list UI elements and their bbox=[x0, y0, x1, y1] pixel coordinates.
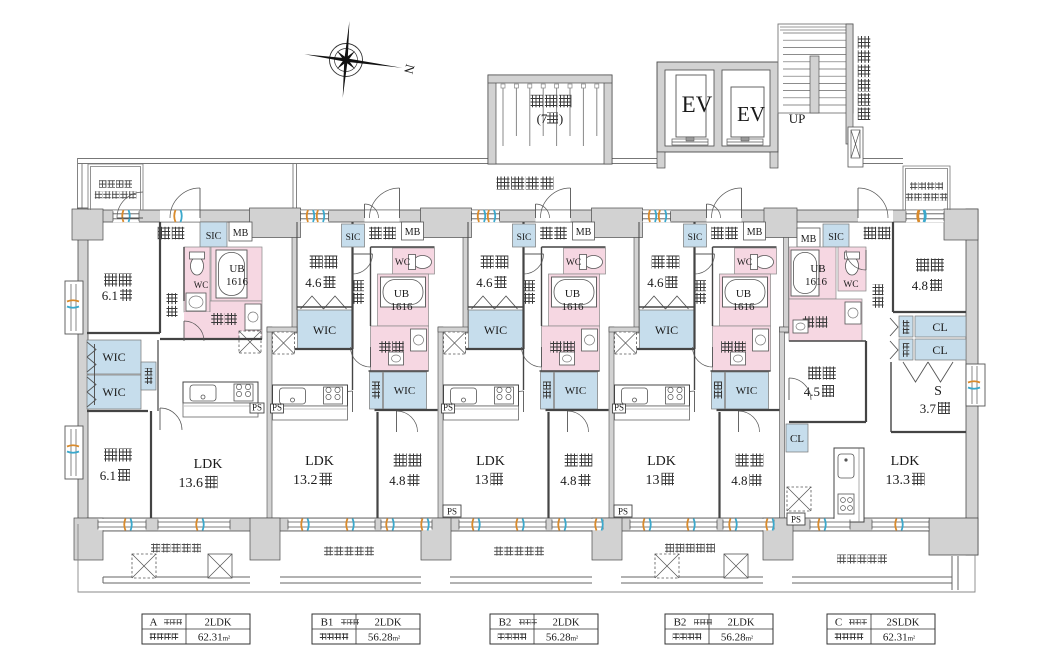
svg-text:13: 13 bbox=[475, 473, 489, 488]
svg-text:MB: MB bbox=[801, 234, 817, 245]
svg-text:2LDK: 2LDK bbox=[553, 618, 580, 629]
svg-text:EV: EV bbox=[682, 92, 713, 117]
svg-text:1616: 1616 bbox=[805, 276, 828, 288]
svg-text:PS: PS bbox=[614, 403, 624, 413]
svg-text:4.6: 4.6 bbox=[305, 275, 322, 290]
svg-text:56.28m²: 56.28m² bbox=[368, 632, 400, 644]
svg-text:13.6: 13.6 bbox=[179, 476, 204, 491]
svg-text:LDK: LDK bbox=[647, 454, 676, 469]
svg-text:4.6: 4.6 bbox=[647, 275, 664, 290]
svg-text:WC: WC bbox=[194, 280, 209, 290]
svg-text:WC: WC bbox=[395, 258, 410, 268]
svg-text:S: S bbox=[934, 384, 942, 399]
svg-text:1616: 1616 bbox=[391, 301, 414, 313]
svg-text:3.7: 3.7 bbox=[920, 401, 937, 416]
svg-text:CL: CL bbox=[932, 343, 947, 357]
svg-text:EV: EV bbox=[737, 102, 765, 126]
svg-text:CL: CL bbox=[790, 433, 804, 445]
svg-text:MB: MB bbox=[233, 228, 249, 239]
svg-text:WIC: WIC bbox=[736, 385, 757, 397]
svg-text:56.28m²: 56.28m² bbox=[721, 632, 753, 644]
svg-text:WC: WC bbox=[843, 280, 858, 290]
svg-text:2LDK: 2LDK bbox=[205, 618, 232, 629]
svg-text:62.31m²: 62.31m² bbox=[198, 632, 230, 644]
svg-text:13.3: 13.3 bbox=[886, 473, 911, 488]
svg-text:2LDK: 2LDK bbox=[375, 618, 402, 629]
svg-text:SIC: SIC bbox=[517, 233, 532, 243]
svg-text:SIC: SIC bbox=[688, 233, 703, 243]
svg-text:UP: UP bbox=[789, 111, 806, 126]
svg-text:PS: PS bbox=[791, 515, 801, 525]
svg-text:SIC: SIC bbox=[346, 233, 361, 243]
svg-text:WIC: WIC bbox=[565, 385, 586, 397]
svg-text:LDK: LDK bbox=[476, 454, 505, 469]
svg-text:56.28m²: 56.28m² bbox=[546, 632, 578, 644]
svg-text:4.8: 4.8 bbox=[389, 473, 405, 488]
svg-text:4.6: 4.6 bbox=[476, 275, 493, 290]
svg-text:6.1: 6.1 bbox=[100, 468, 116, 483]
svg-text:62.31m²: 62.31m² bbox=[883, 632, 915, 644]
svg-text:WC: WC bbox=[737, 258, 752, 268]
svg-text:PS: PS bbox=[443, 403, 453, 413]
svg-text:UB: UB bbox=[229, 263, 244, 275]
svg-text:13: 13 bbox=[646, 473, 660, 488]
svg-text:UB: UB bbox=[736, 288, 751, 300]
svg-text:WIC: WIC bbox=[102, 350, 125, 364]
svg-text:MB: MB bbox=[747, 227, 763, 238]
svg-text:C: C bbox=[835, 617, 842, 629]
svg-text:LDK: LDK bbox=[305, 454, 334, 469]
svg-text:MB: MB bbox=[576, 227, 592, 238]
svg-text:WIC: WIC bbox=[484, 323, 507, 337]
svg-text:B2: B2 bbox=[499, 617, 512, 629]
svg-text:MB: MB bbox=[405, 227, 421, 238]
svg-text:13.2: 13.2 bbox=[293, 473, 318, 488]
svg-text:LDK: LDK bbox=[194, 457, 223, 472]
svg-text:4.8: 4.8 bbox=[912, 278, 928, 293]
svg-text:1616: 1616 bbox=[562, 301, 585, 313]
svg-text:1616: 1616 bbox=[733, 301, 756, 313]
svg-text:SIC: SIC bbox=[206, 231, 222, 242]
svg-text:): ) bbox=[559, 111, 563, 126]
svg-text:WIC: WIC bbox=[102, 385, 125, 399]
svg-text:4.8: 4.8 bbox=[731, 473, 747, 488]
svg-text:6.1: 6.1 bbox=[102, 288, 118, 303]
svg-text:A: A bbox=[150, 617, 158, 629]
svg-text:4.8: 4.8 bbox=[560, 473, 576, 488]
svg-text:LDK: LDK bbox=[891, 454, 920, 469]
svg-text:WIC: WIC bbox=[394, 385, 415, 397]
svg-text:PS: PS bbox=[252, 403, 262, 413]
svg-text:PS: PS bbox=[272, 403, 282, 413]
svg-text:2LDK: 2LDK bbox=[728, 618, 755, 629]
svg-text:UB: UB bbox=[565, 288, 580, 300]
svg-text:WIC: WIC bbox=[655, 323, 678, 337]
svg-text:SIC: SIC bbox=[828, 232, 844, 243]
svg-text:2SLDK: 2SLDK bbox=[887, 618, 920, 629]
svg-text:1616: 1616 bbox=[226, 276, 249, 288]
svg-text:(7: (7 bbox=[537, 111, 548, 126]
svg-text:UB: UB bbox=[394, 288, 409, 300]
svg-text:4.5: 4.5 bbox=[804, 384, 820, 399]
svg-text:N: N bbox=[401, 63, 418, 77]
svg-text:PS: PS bbox=[618, 507, 628, 517]
svg-text:B1: B1 bbox=[321, 617, 334, 629]
svg-text:PS: PS bbox=[447, 507, 457, 517]
svg-text:B2: B2 bbox=[674, 617, 687, 629]
svg-text:CL: CL bbox=[932, 320, 947, 334]
svg-text:WC: WC bbox=[566, 258, 581, 268]
svg-text:UB: UB bbox=[810, 263, 825, 275]
svg-text:WIC: WIC bbox=[313, 323, 336, 337]
